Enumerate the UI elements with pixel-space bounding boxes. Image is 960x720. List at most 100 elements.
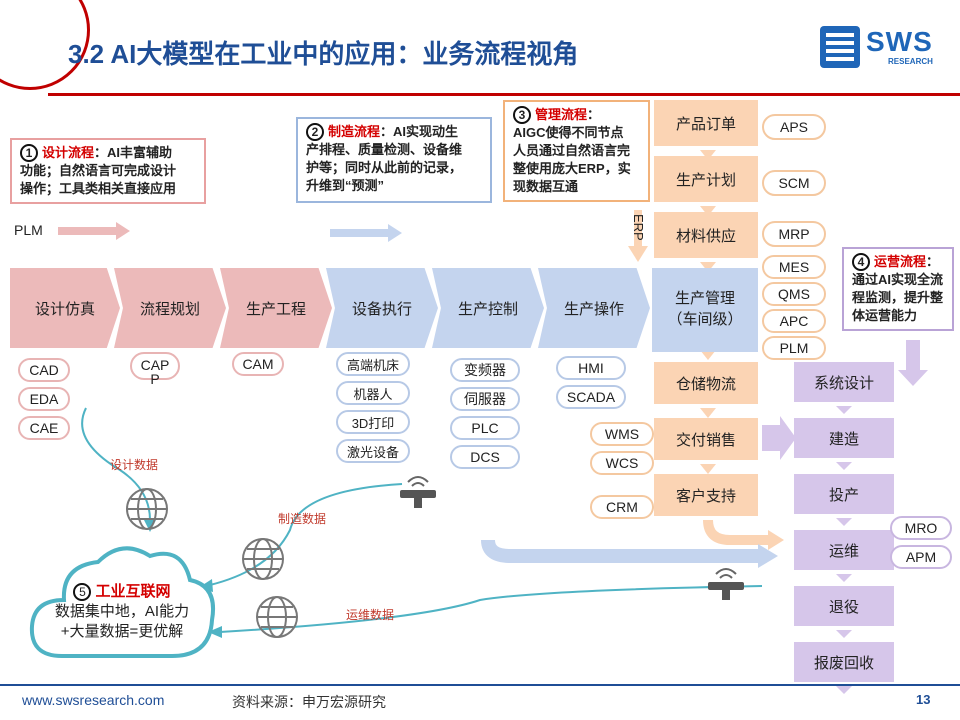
tool-dcs: DCS — [450, 445, 520, 469]
sys-aps: APS — [762, 114, 826, 140]
flow-label-design: 设计数据 — [110, 458, 159, 472]
process-label: 生产控制 — [457, 300, 518, 318]
ops-label: 投产 — [828, 486, 859, 504]
process-design-sim: 设计仿真 — [10, 268, 120, 348]
mgmt-support: 客户支持 — [654, 474, 758, 516]
sys-label: MRO — [904, 520, 938, 536]
tool-eda: EDA — [18, 387, 70, 411]
callout-text: 护等；同时从此前的记录， — [306, 160, 463, 175]
tool-label: CAE — [29, 420, 59, 436]
manufacture-data-flow — [209, 483, 403, 586]
callout-text: 升维到“预测” — [306, 178, 385, 193]
callout-text: ： — [926, 254, 940, 269]
mgmt-plan: 生产计划 — [654, 156, 758, 202]
sys-apc: APC — [762, 309, 826, 333]
page-number: 13 — [916, 692, 931, 707]
footer-url[interactable]: www.swsresearch.com — [22, 692, 165, 708]
tool-3d-print: 3D打印 — [336, 410, 410, 434]
num-badge: 4 — [852, 253, 870, 271]
ops-maintain: 运维 — [794, 530, 894, 570]
callout-manufacture-heading: 制造流程 — [328, 124, 381, 139]
tool-plc: PLC — [450, 416, 520, 440]
logo-text: SWS — [866, 26, 933, 57]
globe-icon — [126, 488, 168, 530]
tool-scada: SCADA — [556, 385, 626, 409]
mgmt-label: 仓储物流 — [675, 375, 736, 393]
tool-inverter: 变频器 — [450, 358, 520, 382]
callout-text: 产排程、质量检测、设备维 — [306, 142, 463, 157]
globe-icon — [256, 596, 298, 638]
sys-wcs: WCS — [590, 451, 654, 475]
process-operation: 生产操作 — [538, 268, 650, 348]
footer-source: 资料来源：申万宏源研究 — [232, 694, 386, 710]
ops-label: 运维 — [828, 542, 859, 560]
sys-label: WMS — [604, 426, 640, 442]
plm-label: PLM — [14, 222, 43, 238]
header-rule — [48, 93, 960, 96]
sys-mro: MRO — [890, 516, 952, 540]
process-label: （车间级） — [667, 311, 743, 328]
erp-label: ERP — [631, 214, 646, 241]
tool-label: 变频器 — [464, 362, 506, 378]
tool-label: 激光设备 — [346, 444, 399, 460]
callout-text: ： — [587, 107, 601, 122]
tool-cae: CAE — [18, 416, 70, 440]
cloud-icon — [29, 546, 215, 658]
ops-data-flow — [219, 585, 763, 633]
process-equipment: 设备执行 — [326, 268, 438, 348]
callout-design-heading: 设计流程 — [42, 145, 95, 160]
sys-label: QMS — [778, 286, 810, 302]
sys-label: MES — [778, 259, 810, 275]
num-badge: 1 — [20, 144, 38, 162]
mgmt-label: 产品订单 — [675, 115, 736, 133]
sys-crm: CRM — [590, 495, 654, 519]
sys-label: CRM — [606, 499, 638, 515]
tool-cam: CAM — [232, 352, 284, 376]
process-prod-eng: 生产工程 — [220, 268, 332, 348]
ops-label: 报废回收 — [813, 654, 874, 672]
tool-label: SCADA — [566, 389, 616, 405]
ops-commission: 投产 — [794, 474, 894, 514]
sys-label: APM — [905, 549, 937, 565]
design-data-flow — [81, 407, 151, 521]
mgmt-material: 材料供应 — [654, 212, 758, 258]
tool-laser: 激光设备 — [336, 439, 410, 463]
tool-label: CAP — [140, 357, 170, 373]
ops-design: 系统设计 — [794, 362, 894, 402]
callout-text: 现数据互通 — [513, 179, 579, 194]
cloud-heading: 工业互联网 — [95, 583, 171, 600]
wireless-sensor-icon — [708, 568, 744, 600]
callout-text: 人员通过自然语言完 — [513, 143, 631, 158]
sys-label: APC — [779, 313, 809, 329]
tool-label: EDA — [29, 391, 59, 407]
ops-build: 建造 — [794, 418, 894, 458]
tool-label: DCS — [470, 449, 500, 465]
callout-text: 功能；自然语言可完成设计 — [20, 163, 177, 178]
sys-label: SCM — [778, 175, 810, 191]
tool-label: CAM — [242, 356, 274, 372]
process-label: 设备执行 — [351, 300, 412, 318]
tool-servo: 伺服器 — [450, 387, 520, 411]
callout-text: 操作；工具类相关直接应用 — [20, 181, 177, 196]
logo-subtext: RESEARCH — [888, 57, 933, 66]
sys-plm: PLM — [762, 336, 826, 360]
sys-wms: WMS — [590, 422, 654, 446]
sys-label: APS — [779, 119, 808, 135]
process-label: 生产操作 — [563, 300, 624, 318]
callout-manage-heading: 管理流程 — [535, 107, 588, 122]
globe-icon — [242, 538, 284, 580]
erp-arrow-shaft — [634, 210, 642, 246]
num-badge: 5 — [73, 583, 92, 601]
erp-arrow-head — [628, 246, 648, 262]
process-control: 生产控制 — [432, 268, 544, 348]
ops-label: 建造 — [828, 430, 859, 448]
ops-label: 退役 — [828, 598, 859, 616]
num-badge: 2 — [306, 123, 324, 141]
wireless-sensor-icon — [400, 476, 436, 508]
sys-label: PLM — [779, 340, 809, 356]
